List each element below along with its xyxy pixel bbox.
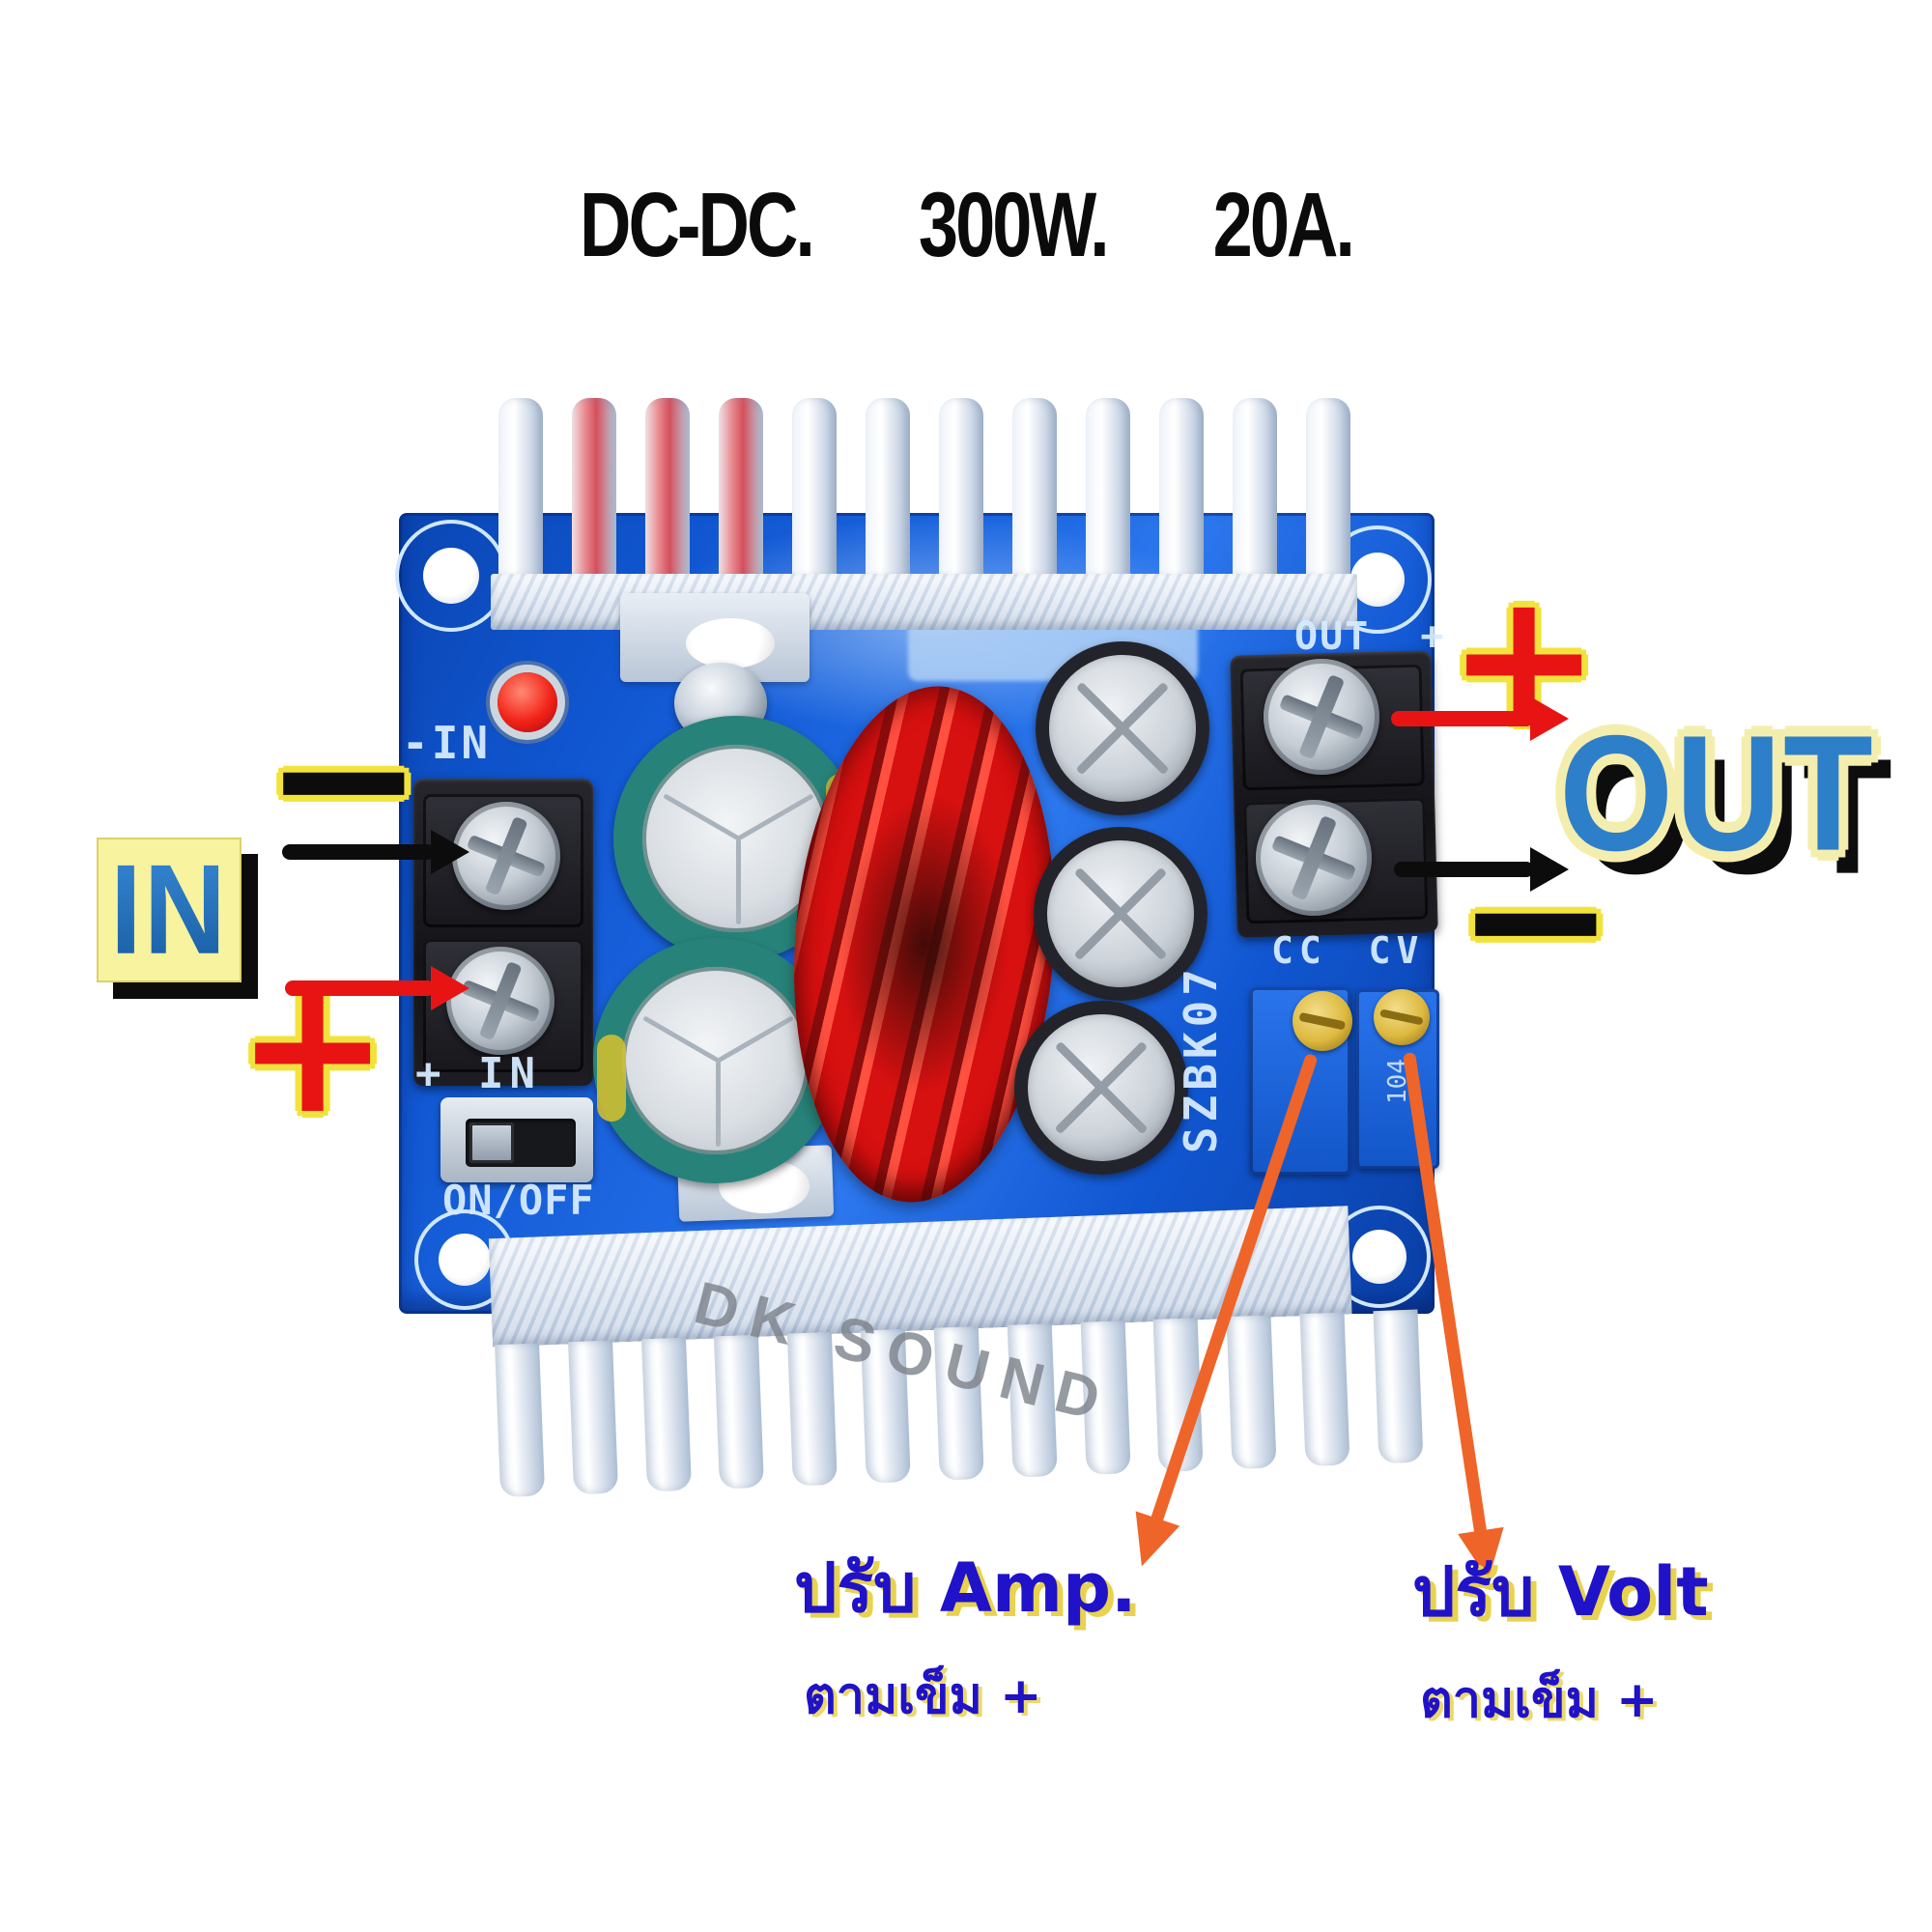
title-power-rating: 300W. xyxy=(918,173,1110,276)
heatsink-fin xyxy=(567,1340,618,1495)
adjust-amp-caption: ปรับ Amp. ตามเข็ม + xyxy=(794,1534,1180,1735)
nylon-washer-top xyxy=(686,618,775,668)
title-converter-type: DC-DC. xyxy=(580,173,815,276)
heatsink-fin xyxy=(1086,398,1130,577)
mounting-hole-bottom-left xyxy=(414,1209,515,1310)
out-label: OUT xyxy=(1559,701,1875,886)
adjust-amp-line1: ปรับ Amp. xyxy=(794,1548,1137,1628)
cap-vent xyxy=(641,1015,720,1064)
silkscreen-out-plus: OUT + xyxy=(1294,614,1446,659)
heatsink-fin xyxy=(1233,398,1277,577)
switch-knob[interactable] xyxy=(469,1122,514,1163)
cap-vent xyxy=(717,1015,795,1064)
cap-yellow-mark xyxy=(597,1035,626,1122)
power-switch[interactable] xyxy=(440,1097,593,1182)
cap-vent xyxy=(737,793,815,841)
heatsink-fin xyxy=(714,1334,765,1490)
trimpot-cc-screw xyxy=(1293,991,1352,1051)
heatsink-fin xyxy=(1299,1312,1350,1467)
output-screw-pos xyxy=(1264,659,1379,775)
cap-vent xyxy=(736,838,741,925)
hole-bore xyxy=(439,1234,491,1286)
hole-bore xyxy=(1350,553,1405,607)
heatsink-fin xyxy=(1012,398,1057,577)
heatsink-fin xyxy=(498,398,543,577)
output-screw-neg xyxy=(1256,800,1372,916)
cap-vent xyxy=(662,793,740,841)
heatsink-fin xyxy=(866,398,910,577)
silkscreen-cc-cv: CC CV xyxy=(1271,929,1425,972)
in-label-text: IN xyxy=(110,837,228,983)
bottom-heatsink: DK SOUND xyxy=(488,1190,1424,1516)
heatsink-fin xyxy=(1373,1309,1424,1464)
adjust-volt-line1: ปรับ Volt xyxy=(1412,1552,1709,1632)
top-heatsink-fins xyxy=(498,398,1350,577)
in-minus-icon: − xyxy=(263,666,425,891)
silkscreen-neg-in: -IN xyxy=(402,717,492,769)
out-label-shadow: OUT xyxy=(1578,724,1894,909)
heatsink-fin xyxy=(645,398,690,577)
heatsink-fin xyxy=(1226,1315,1277,1469)
heatsink-fin xyxy=(719,398,763,577)
heatsink-fin xyxy=(495,1343,546,1498)
in-label: IN xyxy=(97,838,242,982)
input-screw-neg xyxy=(452,802,560,910)
adjust-volt-caption: ปรับ Volt ตามเข็ม + xyxy=(1412,1538,1799,1739)
silkscreen-pos-in: + IN xyxy=(415,1049,541,1098)
trimpot-cv-screw xyxy=(1374,989,1430,1045)
heatsink-fin xyxy=(640,1337,692,1492)
adjust-amp-line2: ตามเข็ม + xyxy=(804,1667,1042,1725)
capacitor-silver-3 xyxy=(1014,1001,1188,1175)
hole-bore xyxy=(1352,1230,1406,1284)
page-title: DC-DC. 300W. 20A. xyxy=(580,172,1355,275)
capacitor-silver-1 xyxy=(1036,641,1209,815)
title-current-rating: 20A. xyxy=(1212,173,1355,276)
hole-bore xyxy=(423,548,479,604)
heatsink-fin xyxy=(1159,398,1204,577)
cap-vent xyxy=(716,1061,721,1148)
adjust-volt-line2: ตามเข็ม + xyxy=(1420,1671,1659,1729)
heatsink-fin xyxy=(939,398,983,577)
heatsink-fin xyxy=(1306,398,1350,577)
silkscreen-on-off: ON/OFF xyxy=(442,1177,595,1224)
heatsink-fin xyxy=(572,398,616,577)
silkscreen-model: SZBK07 xyxy=(1175,964,1227,1154)
heatsink-fin xyxy=(792,398,837,577)
power-led xyxy=(497,672,557,732)
